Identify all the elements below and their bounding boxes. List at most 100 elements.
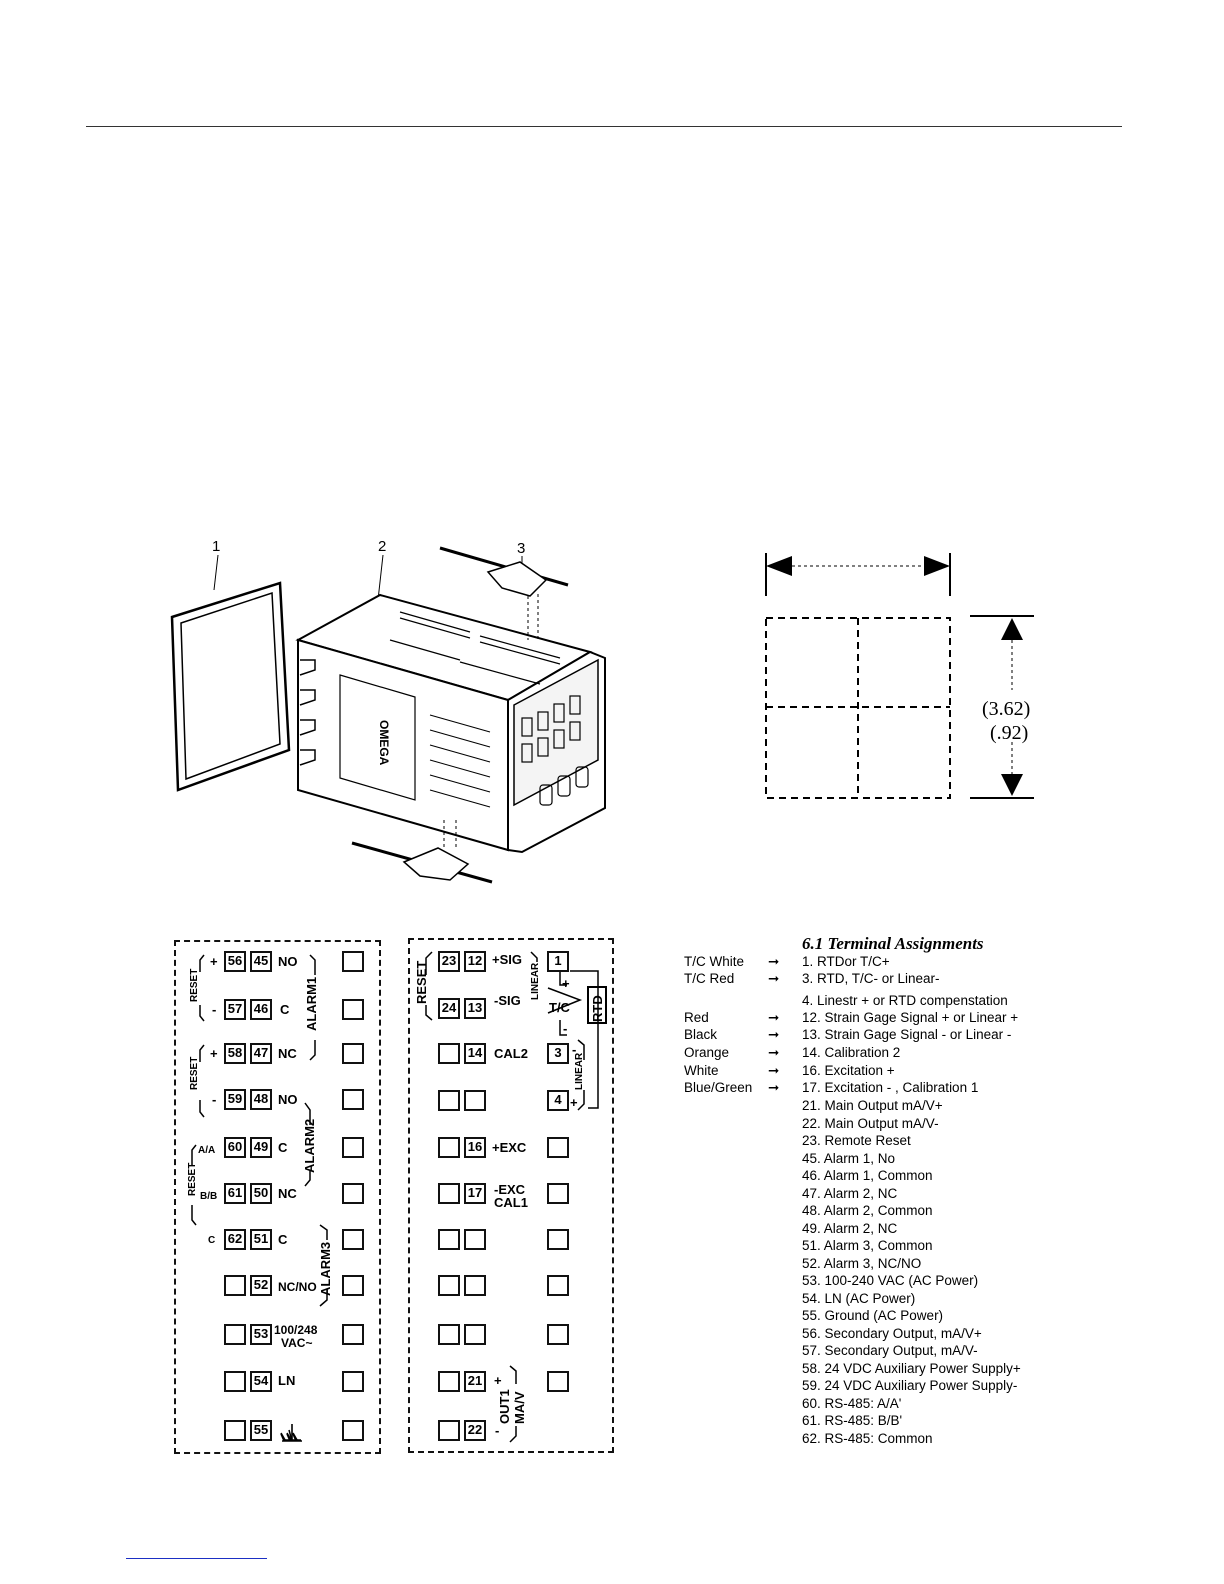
terminal-4: 4 (547, 1090, 569, 1111)
arrow-icon: ➞ (768, 1045, 780, 1060)
label-45-post: NO (278, 954, 298, 969)
terminal-blank-3 (438, 1229, 460, 1250)
arrow-icon: ➞ (768, 971, 780, 986)
assignment-text: 4. Linestr + or RTD compenstation (802, 993, 1008, 1008)
wire-color: White (684, 1063, 719, 1078)
label-50-post: NC (278, 1186, 297, 1201)
terminal-21: 21 (464, 1371, 486, 1392)
label-exc-pos: +EXC (492, 1140, 527, 1155)
assignment-item: 56. Secondary Output, mA/V+ (802, 1325, 982, 1341)
label-54-post: LN (278, 1373, 296, 1388)
terminal-50: 50 (250, 1183, 272, 1204)
terminal-blank-a17 (438, 1183, 460, 1204)
terminal-blank-5 (438, 1275, 460, 1296)
terminal-46: 46 (250, 999, 272, 1020)
terminal-12: 12 (464, 951, 486, 972)
figure-label-3: 3 (517, 540, 526, 557)
figure-label-2: 2 (378, 538, 387, 555)
terminal-blank-a53 (224, 1324, 246, 1345)
terminal-14: 14 (464, 1043, 486, 1064)
cutout-height-mm: (.92) (990, 722, 1029, 744)
reset-label-remote: RESET (414, 960, 429, 1004)
label-cal2: CAL2 (494, 1046, 528, 1061)
mav-label: MA/V (512, 1391, 527, 1425)
assignment-item: 60. RS-485: A/A' (802, 1395, 902, 1411)
terminal-48: 48 (250, 1089, 272, 1110)
terminal-59: 59 (224, 1089, 246, 1110)
label-51-post: C (278, 1232, 288, 1247)
assignment-item: 57. Secondary Output, mA/V- (802, 1343, 978, 1358)
terminal-56: 56 (224, 951, 246, 972)
terminal-blank-6 (464, 1275, 486, 1296)
assignment-item: 48. Alarm 2, Common (802, 1203, 933, 1218)
terminal-17: 17 (464, 1183, 486, 1204)
terminal-empty (342, 999, 364, 1020)
terminal-empty (547, 1275, 569, 1296)
wire-color: Black (684, 1027, 718, 1042)
assignment-item: 52. Alarm 3, NC/NO (802, 1255, 922, 1271)
footer-link-underline (126, 1558, 267, 1559)
terminal-blank-a54 (224, 1371, 246, 1392)
terminal-empty (342, 1043, 364, 1064)
assignment-item: 46. Alarm 1, Common (802, 1168, 933, 1183)
assignment-text: 16. Excitation + (802, 1063, 895, 1078)
terminal-49: 49 (250, 1137, 272, 1158)
terminal-empty (547, 1371, 569, 1392)
terminal-blank-a14 (438, 1043, 460, 1064)
label-48-post: NO (278, 1092, 298, 1107)
legend-row: Orange➞14. Calibration 2 (684, 1045, 900, 1061)
terminal-52: 52 (250, 1275, 272, 1296)
terminal-blank-a52 (224, 1275, 246, 1296)
terminal-blank-4 (464, 1229, 486, 1250)
label-59-pre: - (212, 1092, 217, 1107)
terminal-16: 16 (464, 1137, 486, 1158)
arrow-icon: ➞ (768, 1063, 780, 1078)
legend-row: Red➞12. Strain Gage Signal + or Linear + (684, 1010, 1018, 1026)
terminal-panel-left (174, 940, 381, 1454)
label-49-post: C (278, 1140, 288, 1155)
terminal-empty (547, 1183, 569, 1204)
t22-minus: - (495, 1423, 500, 1438)
label-53-voltage: 100/248 (274, 1323, 318, 1337)
assignment-text: 14. Calibration 2 (802, 1045, 901, 1060)
legend-row: 4. Linestr + or RTD compenstation (684, 993, 1008, 1009)
assignment-text: 3. RTD, T/C- or Linear- (802, 971, 940, 986)
assignment-item: 61. RS-485: B/B' (802, 1413, 903, 1428)
assignment-item: 58. 24 VDC Auxiliary Power Supply+ (802, 1360, 1021, 1376)
terminal-54: 54 (250, 1371, 272, 1392)
arrow-icon: ➞ (768, 954, 780, 969)
ground-icon (280, 1420, 304, 1444)
terminal-empty (342, 1371, 364, 1392)
terminal-empty (342, 1229, 364, 1250)
terminal-empty (342, 1183, 364, 1204)
assignment-text: 1. RTDor T/C+ (802, 954, 890, 969)
tc-plus: + (562, 976, 570, 991)
terminal-empty (342, 951, 364, 972)
legend-row: Blue/Green➞17. Excitation - , Calibratio… (684, 1080, 978, 1096)
arrow-icon: ➞ (768, 1027, 780, 1042)
terminal-51: 51 (250, 1229, 272, 1250)
terminal-1: 1 (547, 951, 569, 972)
label-58-pre: + (210, 1046, 218, 1061)
t21-plus: + (494, 1373, 502, 1388)
terminal-empty (547, 1229, 569, 1250)
terminal-blank-a55 (224, 1420, 246, 1441)
terminal-empty (342, 1275, 364, 1296)
terminal-61: 61 (224, 1183, 246, 1204)
assignment-item: 53. 100-240 VAC (AC Power) (802, 1273, 979, 1288)
terminal-57: 57 (224, 999, 246, 1020)
label-sig-neg: -SIG (494, 993, 521, 1008)
assignment-item: 22. Main Output mA/V- (802, 1115, 939, 1131)
terminal-22: 22 (464, 1420, 486, 1441)
t3-minus: - (572, 1042, 577, 1057)
label-cal1: CAL1 (494, 1195, 528, 1210)
terminal-empty (342, 1089, 364, 1110)
assignment-item: 54. LN (AC Power) (802, 1290, 916, 1306)
terminal-55: 55 (250, 1420, 272, 1441)
label-46-post: C (280, 1002, 290, 1017)
cutout-height-inch: (3.62) (982, 698, 1031, 720)
assignment-item: 51. Alarm 3, Common (802, 1238, 933, 1253)
